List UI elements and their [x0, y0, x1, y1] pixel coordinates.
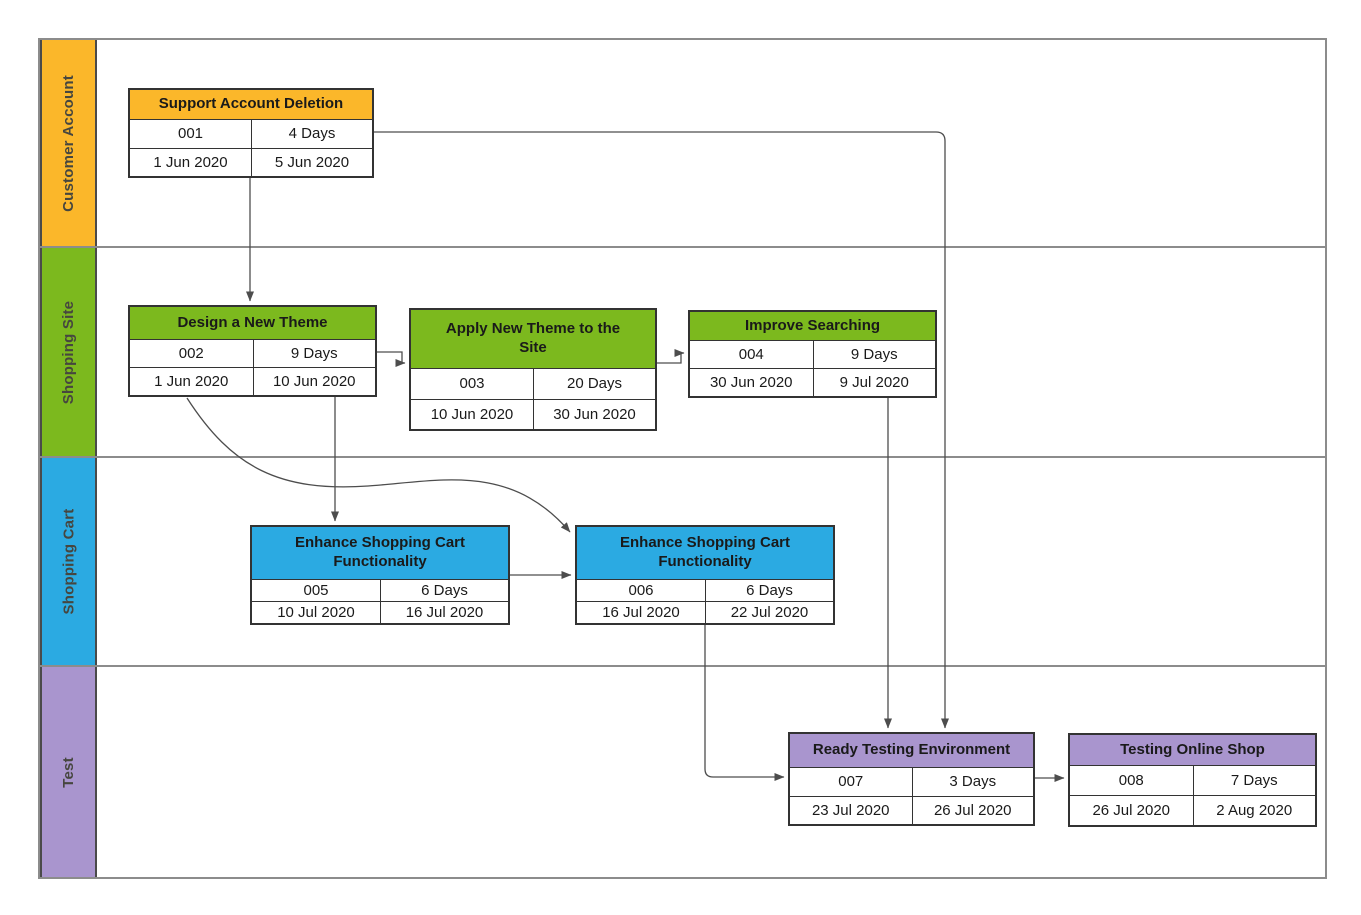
task-id-cell: 008: [1070, 765, 1193, 795]
task-detail-table: 003 20 Days 10 Jun 2020 30 Jun 2020: [411, 368, 655, 429]
task-start-cell: 16 Jul 2020: [577, 601, 705, 623]
task-004-improve-searching[interactable]: Improve Searching 004 9 Days 30 Jun 2020…: [688, 310, 937, 398]
task-id-cell: 007: [790, 767, 912, 796]
task-end-cell: 26 Jul 2020: [911, 795, 1033, 824]
task-006-enhance-shopping-cart-functionality[interactable]: Enhance Shopping Cart Functionality 006 …: [575, 525, 835, 625]
task-detail-table: 006 6 Days 16 Jul 2020 22 Jul 2020: [577, 579, 833, 623]
task-002-design-a-new-theme[interactable]: Design a New Theme 002 9 Days 1 Jun 2020…: [128, 305, 377, 397]
task-end-cell: 2 Aug 2020: [1192, 795, 1315, 825]
lane-customer-account: Customer Account: [40, 40, 1325, 248]
task-title: Apply New Theme to the Site: [411, 310, 655, 368]
task-detail-table: 008 7 Days 26 Jul 2020 2 Aug 2020: [1070, 765, 1315, 825]
task-001-support-account-deletion[interactable]: Support Account Deletion 001 4 Days 1 Ju…: [128, 88, 374, 178]
task-end-cell: 30 Jun 2020: [533, 398, 655, 429]
task-start-cell: 30 Jun 2020: [690, 368, 813, 396]
task-end-cell: 22 Jul 2020: [705, 601, 833, 623]
task-end-cell: 10 Jun 2020: [252, 367, 375, 395]
task-start-cell: 10 Jun 2020: [411, 398, 533, 429]
task-start-cell: 10 Jul 2020: [252, 601, 380, 623]
task-start-cell: 23 Jul 2020: [790, 795, 912, 824]
task-title: Testing Online Shop: [1070, 735, 1315, 765]
task-title: Improve Searching: [690, 312, 935, 340]
lane-label-text: Test: [60, 756, 77, 788]
task-title: Ready Testing Environment: [790, 734, 1033, 767]
task-005-enhance-shopping-cart-functionality[interactable]: Enhance Shopping Cart Functionality 005 …: [250, 525, 510, 625]
task-title: Design a New Theme: [130, 307, 375, 339]
task-duration-cell: 3 Days: [911, 767, 1033, 796]
lane-label-text: Shopping Site: [60, 300, 77, 404]
task-id-cell: 001: [130, 119, 251, 148]
task-title: Enhance Shopping Cart Functionality: [252, 527, 508, 579]
lane-label-text: Shopping Cart: [60, 508, 77, 615]
lane-header-customer-account[interactable]: Customer Account: [40, 40, 97, 246]
task-start-cell: 1 Jun 2020: [130, 147, 251, 176]
task-title: Support Account Deletion: [130, 90, 372, 119]
task-title: Enhance Shopping Cart Functionality: [577, 527, 833, 579]
task-start-cell: 1 Jun 2020: [130, 367, 253, 395]
task-id-cell: 004: [690, 340, 813, 368]
task-id-cell: 006: [577, 579, 705, 601]
lane-header-shopping-site[interactable]: Shopping Site: [40, 248, 97, 456]
task-duration-cell: 9 Days: [252, 339, 375, 367]
task-007-ready-testing-environment[interactable]: Ready Testing Environment 007 3 Days 23 …: [788, 732, 1035, 826]
task-003-apply-new-theme-to-the-site[interactable]: Apply New Theme to the Site 003 20 Days …: [409, 308, 657, 431]
task-end-cell: 5 Jun 2020: [251, 147, 372, 176]
task-duration-cell: 6 Days: [380, 579, 508, 601]
task-detail-table: 002 9 Days 1 Jun 2020 10 Jun 2020: [130, 339, 375, 395]
lane-header-test[interactable]: Test: [40, 667, 97, 877]
task-detail-table: 004 9 Days 30 Jun 2020 9 Jul 2020: [690, 340, 935, 396]
task-008-testing-online-shop[interactable]: Testing Online Shop 008 7 Days 26 Jul 20…: [1068, 733, 1317, 827]
lane-label-text: Customer Account: [60, 74, 78, 212]
task-duration-cell: 9 Days: [812, 340, 935, 368]
task-duration-cell: 7 Days: [1192, 765, 1315, 795]
task-id-cell: 003: [411, 368, 533, 399]
task-id-cell: 002: [130, 339, 253, 367]
task-id-cell: 005: [252, 579, 380, 601]
lane-test: Test: [40, 667, 1325, 877]
task-duration-cell: 4 Days: [251, 119, 372, 148]
task-detail-table: 001 4 Days 1 Jun 2020 5 Jun 2020: [130, 119, 372, 176]
lane-header-shopping-cart[interactable]: Shopping Cart: [40, 458, 97, 665]
task-start-cell: 26 Jul 2020: [1070, 795, 1193, 825]
task-detail-table: 005 6 Days 10 Jul 2020 16 Jul 2020: [252, 579, 508, 623]
task-duration-cell: 20 Days: [533, 368, 655, 399]
task-duration-cell: 6 Days: [705, 579, 833, 601]
task-end-cell: 16 Jul 2020: [380, 601, 508, 623]
task-end-cell: 9 Jul 2020: [812, 368, 935, 396]
task-detail-table: 007 3 Days 23 Jul 2020 26 Jul 2020: [790, 767, 1033, 824]
